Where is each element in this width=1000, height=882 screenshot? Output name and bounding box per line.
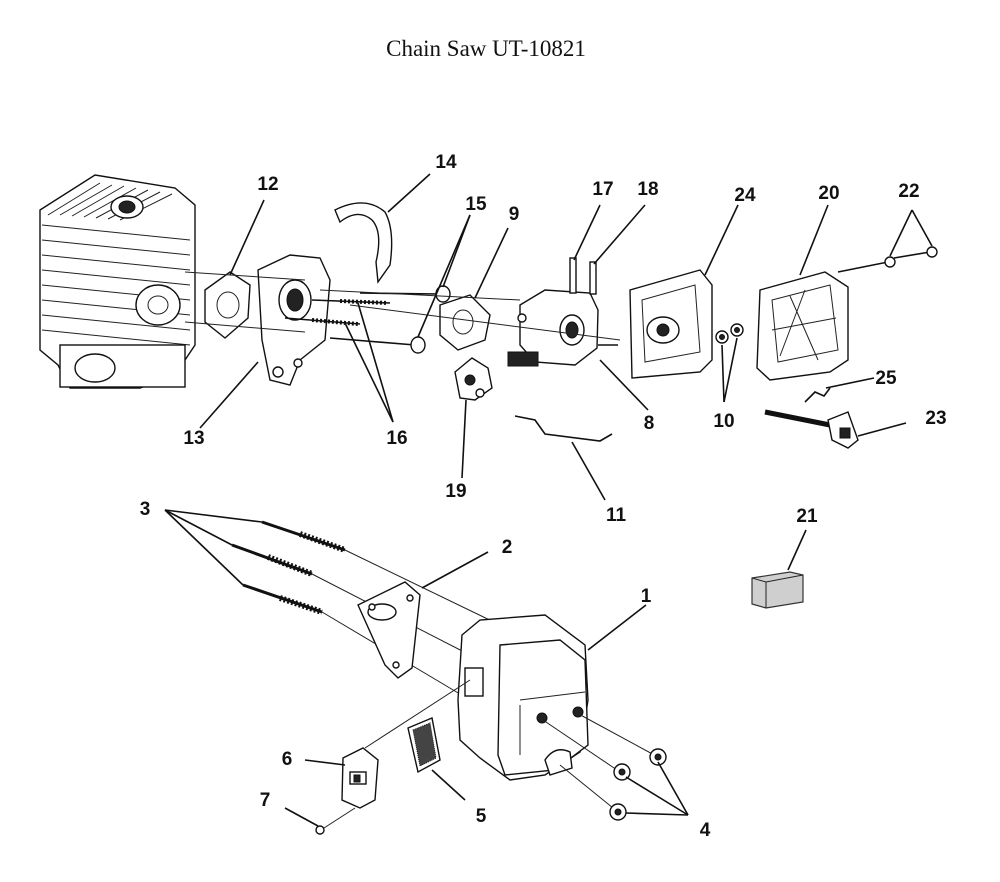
air-filter-cover-part-20 — [756, 271, 849, 381]
callout-1: 1 — [641, 586, 652, 607]
air-filter-base-part-24 — [629, 269, 713, 379]
callout-3: 3 — [140, 499, 151, 520]
callout-14: 14 — [435, 152, 457, 173]
callout-11: 11 — [606, 505, 627, 526]
callout-13: 13 — [183, 428, 204, 449]
callout-25: 25 — [875, 368, 897, 389]
callout-5: 5 — [476, 806, 487, 827]
callout-9: 9 — [509, 204, 520, 225]
callout-4: 4 — [700, 820, 711, 841]
callout-19: 19 — [445, 481, 466, 502]
gasket-part-12 — [204, 271, 251, 339]
muffler-part-1 — [457, 614, 589, 781]
screw-part-7 — [315, 807, 356, 835]
callout-24: 24 — [734, 185, 756, 206]
choke-lever-part-19 — [454, 357, 493, 401]
filter-element-part-21 — [751, 571, 804, 609]
callout-18: 18 — [637, 179, 658, 200]
nut-part-10 — [715, 323, 744, 344]
callout-16: 16 — [386, 428, 407, 449]
callout-20: 20 — [818, 183, 839, 204]
callout-leader-lines — [164, 173, 933, 827]
gasket-part-9 — [439, 294, 491, 351]
callout-7: 7 — [260, 790, 271, 811]
callout-21: 21 — [796, 506, 818, 527]
callout-8: 8 — [644, 413, 655, 434]
carburetor-part-8 — [507, 257, 618, 367]
spring-part-25 — [804, 387, 831, 403]
fuel-hose-part-14 — [334, 202, 393, 284]
stud-part-16 — [284, 299, 391, 326]
deflector-part-6 — [341, 747, 379, 809]
callout-22: 22 — [898, 181, 919, 202]
diagram-title: Chain Saw UT-10821 — [386, 36, 586, 61]
callout-2: 2 — [502, 537, 513, 558]
cylinder-part — [39, 174, 196, 389]
nut-part-4 — [609, 748, 667, 821]
callout-12: 12 — [257, 174, 278, 195]
callout-17: 17 — [592, 179, 613, 200]
bolt-part-3 — [231, 520, 347, 615]
callout-23: 23 — [925, 408, 946, 429]
muffler-gasket-part-2 — [357, 581, 421, 679]
trigger-part-23 — [764, 409, 859, 449]
callout-15: 15 — [465, 194, 487, 215]
screw-part-22 — [837, 246, 938, 273]
spark-screen-part-5 — [407, 717, 441, 774]
throttle-rod-part-11 — [514, 415, 613, 442]
callout-6: 6 — [282, 749, 293, 770]
callout-10: 10 — [713, 411, 734, 432]
intake-manifold-part-13 — [257, 254, 331, 386]
